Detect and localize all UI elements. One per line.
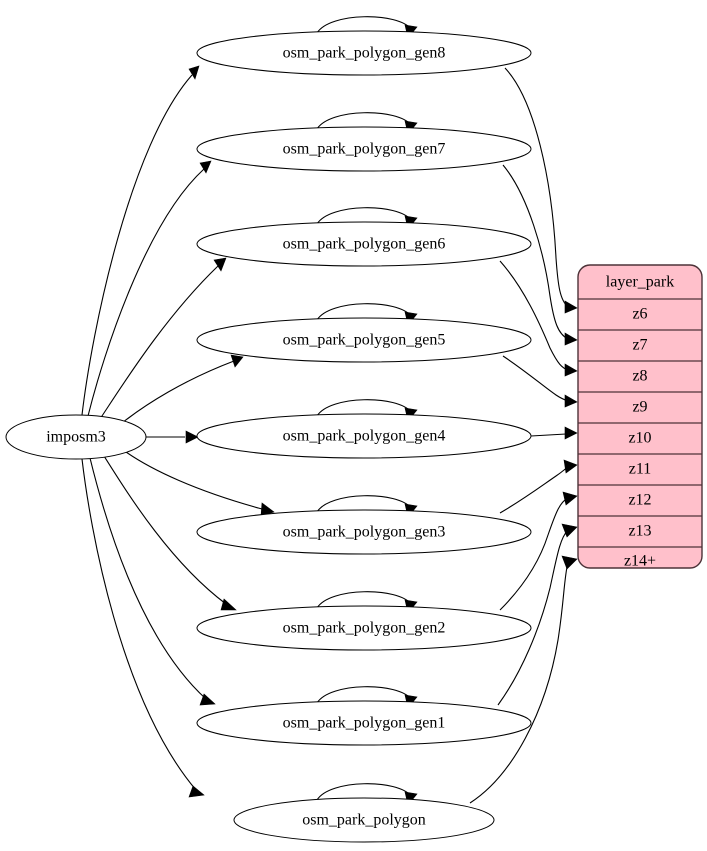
edge-gen4-to-z10 [530, 426, 578, 440]
edge-gen6-to-z8 [499, 260, 578, 377]
node-imposm3[interactable]: imposm3 [5, 414, 147, 460]
table-row-z8[interactable]: z8 [632, 368, 647, 385]
node-osm-park-polygon-gen1[interactable]: osm_park_polygon_gen1 [196, 700, 532, 746]
node-osm-park-polygon-gen2[interactable]: osm_park_polygon_gen2 [196, 605, 532, 651]
edge-gen8-to-z6 [504, 67, 578, 314]
edge-gen7-to-z7 [502, 164, 578, 346]
osm-park-polygon-gen6-ellipse[interactable] [196, 221, 532, 267]
edge-gen5-to-z9 [502, 355, 578, 408]
edge-imposm3-to-gen1 [89, 457, 216, 706]
osm-park-polygon-gen3-ellipse[interactable] [196, 509, 532, 555]
edge-imposm3-to-gen6 [99, 257, 227, 420]
edge-imposm3-to-osm-park-polygon [81, 458, 205, 798]
osm-park-polygon-gen2-ellipse[interactable] [196, 605, 532, 651]
osm-park-polygon-gen6-label: osm_park_polygon_gen6 [283, 236, 446, 253]
edge-imposm3-to-gen4 [146, 430, 199, 444]
edge-group-nodes-to-table [469, 67, 578, 804]
edge-imposm3-to-gen3 [125, 451, 275, 517]
node-osm-park-polygon[interactable]: osm_park_polygon [233, 797, 495, 843]
osm-park-polygon-gen7-label: osm_park_polygon_gen7 [283, 141, 446, 158]
osm-park-polygon-gen3-label: osm_park_polygon_gen3 [283, 524, 446, 541]
table-row-z6[interactable]: z6 [632, 306, 647, 323]
table-row-z12[interactable]: z12 [628, 492, 651, 509]
table-row-z9[interactable]: z9 [632, 399, 647, 416]
edge-gen1-to-z13 [497, 523, 578, 706]
osm-park-polygon-gen1-label: osm_park_polygon_gen1 [283, 715, 446, 732]
node-osm-park-polygon-gen5[interactable]: osm_park_polygon_gen5 [196, 317, 532, 363]
osm-park-polygon-gen4-ellipse[interactable] [196, 413, 532, 459]
edge-osm-park-polygon-to-z14 [469, 555, 578, 804]
osm-park-polygon-gen7-ellipse[interactable] [196, 126, 532, 172]
osm-park-polygon-gen8-label: osm_park_polygon_gen8 [283, 45, 446, 62]
osm-park-polygon-gen5-ellipse[interactable] [196, 317, 532, 363]
edge-gen3-to-z11 [499, 459, 578, 514]
table-row-z7[interactable]: z7 [632, 337, 647, 354]
edge-imposm3-to-gen5 [121, 354, 244, 424]
table-row-z13[interactable]: z13 [628, 523, 651, 540]
node-osm-park-polygon-gen3[interactable]: osm_park_polygon_gen3 [196, 509, 532, 555]
edge-group-source-to-nodes [81, 65, 275, 798]
layer-park-table[interactable]: layer_park z6 z7 z8 z9 z10 z11 z12 z13 z… [577, 264, 703, 570]
node-osm-park-polygon-gen8[interactable]: osm_park_polygon_gen8 [196, 30, 532, 76]
node-osm-park-polygon-gen7[interactable]: osm_park_polygon_gen7 [196, 126, 532, 172]
layer-park-header-label: layer_park [606, 274, 674, 291]
node-group: imposm3 osm_park_polygon_gen8 osm_park_p… [5, 30, 532, 843]
osm-park-polygon-gen4-label: osm_park_polygon_gen4 [283, 428, 446, 445]
edge-imposm3-to-gen8 [81, 65, 200, 416]
node-osm-park-polygon-gen4[interactable]: osm_park_polygon_gen4 [196, 413, 532, 459]
osm-park-polygon-gen1-ellipse[interactable] [196, 700, 532, 746]
table-row-z10[interactable]: z10 [628, 430, 651, 447]
edge-imposm3-to-gen7 [87, 160, 212, 417]
table-row-z14plus[interactable]: z14+ [624, 553, 656, 570]
osm-park-polygon-gen8-ellipse[interactable] [196, 30, 532, 76]
osm-park-polygon-gen2-label: osm_park_polygon_gen2 [283, 620, 446, 637]
osm-park-polygon-gen5-label: osm_park_polygon_gen5 [283, 332, 446, 349]
edge-imposm3-to-gen2 [103, 455, 237, 611]
osm-park-polygon-ellipse[interactable] [233, 797, 495, 843]
imposm3-ellipse[interactable] [5, 414, 147, 460]
layer-park-table-box[interactable] [577, 264, 703, 569]
edge-gen2-to-z12 [499, 491, 578, 611]
osm-park-polygon-label: osm_park_polygon [302, 812, 426, 829]
imposm3-label: imposm3 [46, 429, 106, 446]
table-row-z11[interactable]: z11 [629, 461, 652, 478]
node-osm-park-polygon-gen6[interactable]: osm_park_polygon_gen6 [196, 221, 532, 267]
